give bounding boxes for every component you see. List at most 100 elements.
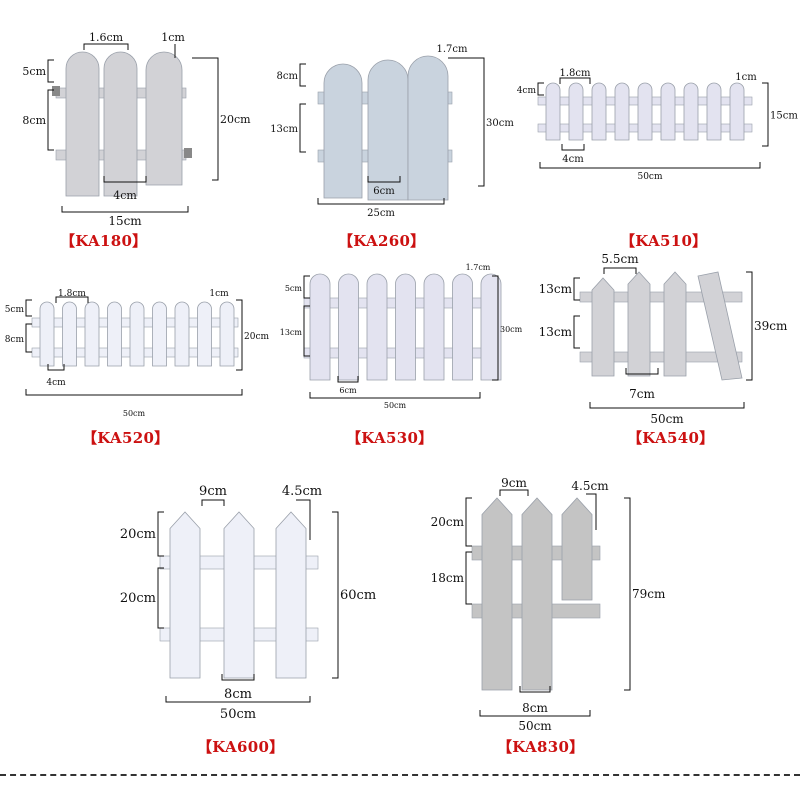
label-ka540: 【KA540】	[627, 429, 715, 447]
ka260-dim-gap: 1.7cm	[437, 44, 469, 55]
label-ka180: 【KA180】	[60, 232, 148, 250]
ka520-dim-top-text: 5cm	[5, 305, 25, 315]
ka510-dim-length-line	[539, 162, 761, 169]
ka180-bracket-clip	[52, 86, 60, 96]
ka520-dim-rail-line	[25, 323, 32, 353]
ka260-dim-top-text: 8cm	[277, 71, 299, 82]
ka540-dim-top-line	[573, 277, 580, 301]
ka510-picket-5	[637, 82, 653, 141]
ka510-picket-2	[568, 82, 584, 141]
ka830-dim-height-line	[624, 497, 631, 691]
ka530-dim-top-line	[303, 275, 310, 299]
ka540-dim-height-text: 39cm	[754, 319, 788, 333]
ka260-dim-rail-text: 13cm	[270, 124, 298, 135]
ka520-picket-8	[197, 301, 212, 367]
ka520-dim-width-text: 1.8cm	[58, 289, 86, 299]
ka600-dim-width-text: 9cm	[199, 484, 227, 499]
ka180-dim-spacing-text: 4cm	[113, 189, 137, 202]
ka830-dim-width-text: 9cm	[501, 476, 527, 490]
ka530-picket-6	[452, 273, 473, 381]
ka600-dim-spacing-text: 8cm	[224, 687, 252, 702]
ka540-dim-top-text: 13cm	[539, 282, 573, 296]
ka830-dim-top-line	[465, 497, 472, 547]
ka530-dim-top-text: 5cm	[285, 284, 303, 293]
ka520-picket-3	[84, 301, 100, 367]
ka600-dim-length-line	[165, 696, 311, 703]
ka260-dim-spacing-text: 6cm	[373, 186, 395, 197]
ka180-dim-length-line	[61, 206, 189, 213]
ka260-dim-rail-line	[299, 103, 306, 153]
ka510-picket-3	[591, 82, 607, 141]
ka180-dim-top-line	[47, 59, 54, 83]
ka520-picket-7	[174, 301, 190, 367]
ka510-dim-top-text: 4cm	[517, 86, 537, 96]
ka260-dim-top-line	[299, 63, 306, 87]
ka830-dim-spacing-text: 8cm	[522, 701, 548, 715]
ka180-dim-width-text: 1.6cm	[89, 31, 124, 44]
ka540-dim-length-text: 50cm	[650, 412, 684, 426]
ka510-dim-width-text: 1.8cm	[560, 68, 592, 79]
ka180-dim-width-line	[83, 43, 129, 50]
ka510-picket-8	[706, 82, 722, 141]
ka600-dim-length-text: 50cm	[220, 707, 256, 722]
ka180-bracket-clip-2	[184, 148, 192, 158]
ka830-picket-3	[561, 497, 593, 601]
ka520-picket-1	[39, 301, 55, 367]
ka520-dim-spacing-text: 4cm	[46, 378, 66, 388]
ka540-picket-1	[591, 277, 615, 377]
ka510-picket-6	[660, 82, 676, 141]
ka260-dim-height-text: 30cm	[486, 118, 514, 129]
ka510-dim-length-text: 50cm	[637, 172, 662, 182]
ka520-dim-height-line	[236, 299, 243, 371]
ka520-picket-2	[62, 301, 77, 367]
ka520-dim-length-line	[25, 389, 243, 396]
label-ka260: 【KA260】	[338, 232, 426, 250]
ka830-dim-width-line	[499, 489, 529, 496]
ka830-dim-rail-line	[465, 551, 472, 605]
ka260-dim-height-line	[478, 57, 485, 187]
ka830-picket-2	[521, 497, 553, 691]
ka830-dim-length-line	[479, 710, 591, 717]
ka600-picket-2	[223, 511, 255, 679]
ka600-dim-spacing-line	[221, 674, 255, 681]
ka530-dim-spacing-text: 6cm	[339, 386, 357, 395]
ka520-dim-gap: 1cm	[209, 289, 229, 299]
ka520-dim-top-line	[25, 299, 32, 317]
ka530-picket-7	[480, 273, 502, 381]
ka830-dim-rail-text: 18cm	[431, 571, 465, 585]
ka520-picket-9	[219, 301, 235, 367]
ka540-dim-spacing-text: 7cm	[629, 387, 655, 401]
ka180-dim-length-text: 15cm	[108, 214, 142, 228]
ka830-dim-gap: 4.5cm	[571, 479, 609, 493]
ka530-picket-1	[309, 273, 331, 381]
ka180-dim-top-text: 5cm	[22, 65, 46, 78]
ka530-dim-gap: 1.7cm	[466, 263, 491, 272]
label-ka600: 【KA600】	[197, 738, 285, 756]
ka510-picket-9	[729, 82, 745, 141]
ka830-gap-bracket	[586, 493, 597, 530]
ka540-dim-spacing-line	[625, 368, 659, 375]
ka520-dim-rail-text: 8cm	[5, 335, 25, 345]
ka600-dim-top-line	[157, 511, 164, 557]
ka600-picket-3	[275, 511, 307, 679]
ka540-picket-4	[697, 271, 743, 381]
ka530-dim-rail-text: 13cm	[280, 328, 303, 337]
ka540-dim-width-text: 5.5cm	[601, 252, 639, 266]
ka510-picket-1	[545, 82, 561, 141]
ka260-dim-length-text: 25cm	[367, 208, 395, 219]
ka180-dim-rail-text: 8cm	[22, 114, 46, 127]
ka530-picket-3	[366, 273, 388, 381]
ka260-picket-3	[407, 55, 449, 201]
ka530-dim-height-line	[492, 275, 499, 381]
ka530-dim-rail-line	[303, 305, 310, 357]
ka830-dim-spacing-line	[519, 686, 551, 693]
ka540-dim-length-line	[589, 402, 745, 409]
ka180-picket-1	[65, 51, 100, 197]
ka600-dim-rail-text: 20cm	[120, 591, 156, 606]
ka540-dim-rail-text: 13cm	[539, 325, 573, 339]
label-ka520: 【KA520】	[82, 429, 170, 447]
ka260-dim-length-line	[317, 198, 445, 205]
ka530-dim-height-text: 30cm	[500, 325, 523, 334]
ka510-dim-spacing-text: 4cm	[562, 154, 584, 165]
ka180-picket-2	[103, 51, 138, 197]
